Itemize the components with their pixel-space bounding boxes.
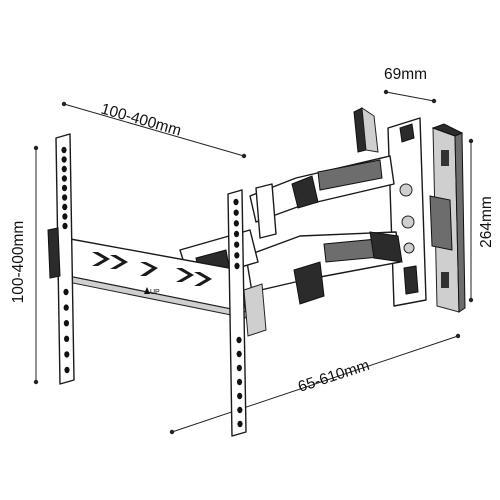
dimension-vesa-vertical: 100-400mm [10, 145, 39, 385]
mounting-slot [62, 203, 68, 211]
mounting-slot [233, 209, 239, 216]
plate-height-label: 264mm [478, 196, 495, 248]
dimension-vesa-horizontal: 100-400mm [61, 101, 247, 159]
mounting-slot [64, 335, 70, 342]
mounting-slot [61, 165, 67, 173]
tv-bracket-left-upright [47, 133, 75, 385]
mounting-slot [234, 262, 240, 270]
tv-bracket-right-upright [227, 189, 267, 437]
plate-depth-label: 69mm [384, 66, 427, 83]
mounting-slot [64, 366, 70, 374]
mounting-slot [233, 230, 240, 238]
wall-plate [353, 107, 466, 313]
mounting-slot [233, 198, 239, 206]
articulating-arm-upper [249, 155, 395, 239]
mounting-slot [236, 350, 242, 358]
mounting-slot [63, 304, 69, 311]
mounting-slot [64, 351, 70, 358]
mounting-slot [62, 213, 68, 220]
mounting-slot [61, 156, 67, 163]
dimension-plate-depth: 69mm [383, 66, 437, 104]
mounting-slot [237, 406, 243, 414]
vesa-vertical-label: 100-400mm [10, 221, 27, 304]
up-marker: UP [150, 289, 160, 296]
mounting-slot [236, 336, 242, 344]
mounting-slot [236, 378, 243, 386]
articulating-arm-lower [245, 231, 403, 305]
mounting-slot [61, 175, 67, 182]
dimension-plate-height: 264mm [468, 138, 495, 303]
dimension-extension: 65-610mm [169, 333, 461, 435]
chevron-decoration [92, 252, 212, 286]
mounting-slot [237, 420, 243, 428]
mounting-slot [63, 288, 69, 296]
mounting-slot [234, 252, 240, 259]
bracket-slots [61, 146, 243, 428]
mounting-slot [63, 320, 69, 327]
mounting-slot [236, 364, 242, 372]
vesa-horizontal-label: 100-400mm [99, 101, 183, 140]
mounting-slot [237, 392, 243, 400]
mounting-slot [62, 194, 68, 201]
mounting-slot [233, 220, 239, 227]
mounting-slot [62, 222, 68, 230]
mounting-slot [61, 146, 67, 154]
mounting-slot [61, 184, 68, 192]
extension-label: 65-610mm [296, 357, 372, 396]
mounting-slot [234, 241, 240, 248]
